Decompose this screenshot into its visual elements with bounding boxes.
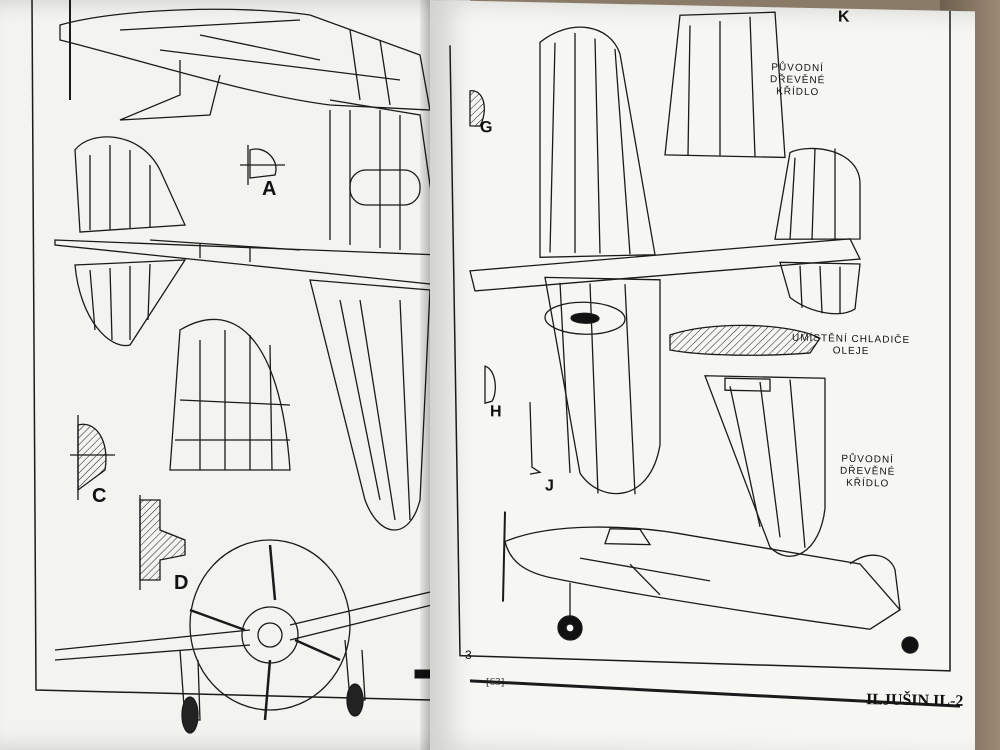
left-page-drawings (31, 0, 470, 734)
front-view-drawing (54, 539, 461, 734)
right-page: G H J K PŮVODNÍ DŘEVĚNÉ KŘÍDLO UMÍSTĚNÍ … (430, 0, 975, 750)
section-g-profile (469, 90, 485, 127)
side-view-bottom-drawing (502, 511, 919, 654)
side-view-top-drawing (59, 0, 431, 121)
note-oil-cooler-location: UMÍSTĚNÍ CHLADIČE OLEJE (792, 333, 910, 359)
page-title: ILJUŠIN IL-2 (865, 691, 964, 710)
left-page-frame (31, 0, 431, 701)
right-page-frame (449, 10, 951, 672)
section-a-profile (249, 148, 277, 179)
section-h-profile (484, 365, 496, 405)
right-page-drawings (449, 10, 961, 708)
footer-rule (469, 679, 961, 708)
note-line: OLEJE (832, 345, 870, 358)
note-line: KŘÍDLO (776, 86, 820, 99)
underside-view-drawing (469, 26, 862, 495)
oil-cooler-profile (669, 324, 821, 356)
label-section-g: G (480, 119, 493, 137)
section-d-drawing (139, 495, 186, 590)
note-original-wooden-wing-2: PŮVODNÍ DŘEVĚNÉ KŘÍDLO (840, 454, 895, 491)
page-number: [63] (486, 676, 505, 688)
section-c-drawing (70, 415, 115, 500)
label-section-d: D (174, 572, 189, 594)
wing-panel-detail-drawing (169, 318, 291, 471)
left-page: A C D K 1 2 (0, 0, 470, 750)
label-section-k-right: K (838, 8, 850, 26)
label-section-h: H (490, 403, 502, 421)
label-section-j: J (545, 477, 554, 495)
label-section-a: A (262, 178, 277, 200)
wooden-wing-panel-top-drawing (664, 11, 786, 159)
scale-mark-3: 3 (465, 648, 472, 662)
note-line: KŘÍDLO (846, 477, 890, 490)
note-original-wooden-wing-1: PŮVODNÍ DŘEVĚNÉ KŘÍDLO (770, 62, 825, 99)
plan-view-drawing (54, 99, 441, 531)
label-section-c: C (92, 485, 107, 507)
section-j-profile (529, 402, 542, 475)
wooden-wing-panel-bottom-drawing (704, 375, 826, 557)
